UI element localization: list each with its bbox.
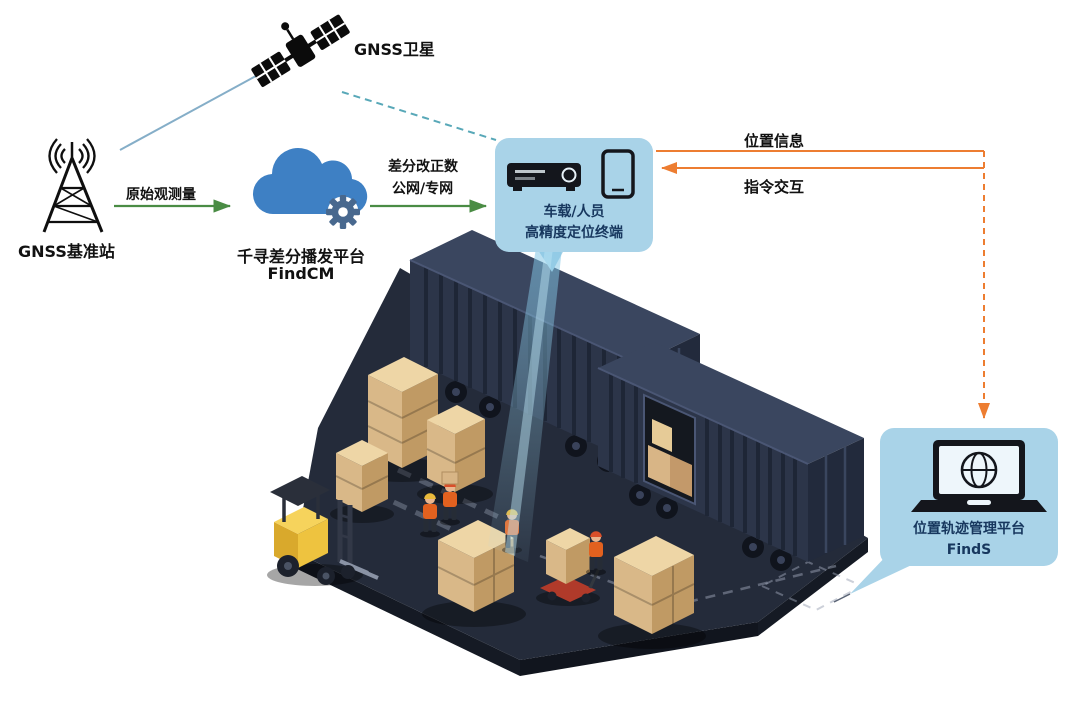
warehouse-scene [267, 230, 868, 676]
pallet-jack [536, 528, 602, 606]
network-label: 公网/专网 [392, 181, 454, 197]
raw-observation-label: 原始观测量 [126, 187, 196, 203]
laptop-globe-icon [911, 440, 1047, 513]
terminal-label-line1: 车载/人员 [543, 204, 605, 221]
shipping-container-front [597, 342, 864, 571]
command-interaction-label: 指令交互 [744, 178, 805, 196]
management-platform-box: 位置轨迹管理平台 FindS [880, 428, 1058, 566]
positioning-beam [488, 248, 562, 562]
terminal-label-line2: 高精度定位终端 [525, 225, 623, 241]
smartphone-icon [601, 149, 635, 199]
pallet-stacks-left [330, 357, 493, 523]
base-station-label: GNSS基准站 [18, 242, 115, 261]
satellite-label: GNSS卫星 [354, 40, 435, 59]
base-station-tower-icon [42, 138, 104, 233]
receiver-device-icon [507, 163, 581, 192]
worker-2-carrying-box [440, 471, 460, 526]
link-satellite-terminal [341, 91, 497, 141]
terminal-box: 车载/人员 高精度定位终端 [495, 138, 653, 252]
correction-label: 差分改正数 [388, 159, 458, 175]
gnss-satellite-icon [251, 14, 350, 87]
gear-icon [326, 195, 360, 229]
pallet-stack-right [598, 536, 706, 649]
cloud-label-line2: FindCM [267, 264, 335, 283]
pallet-stack-center [422, 520, 526, 627]
forklift [267, 476, 379, 586]
finds-pointer-line [833, 593, 851, 603]
management-label-line2: FindS [946, 542, 992, 558]
cloud-label-line1: 千寻差分播发平台 [236, 247, 365, 266]
position-info-label: 位置信息 [744, 132, 805, 150]
worker-1 [420, 493, 440, 538]
cloud-platform-icon [252, 147, 368, 229]
worker-4 [586, 531, 606, 576]
terminal-icons [507, 149, 635, 199]
link-satellite-basestation [119, 75, 257, 151]
management-label-line1: 位置轨迹管理平台 [913, 521, 1025, 538]
container-open-door-cargo [643, 393, 696, 506]
